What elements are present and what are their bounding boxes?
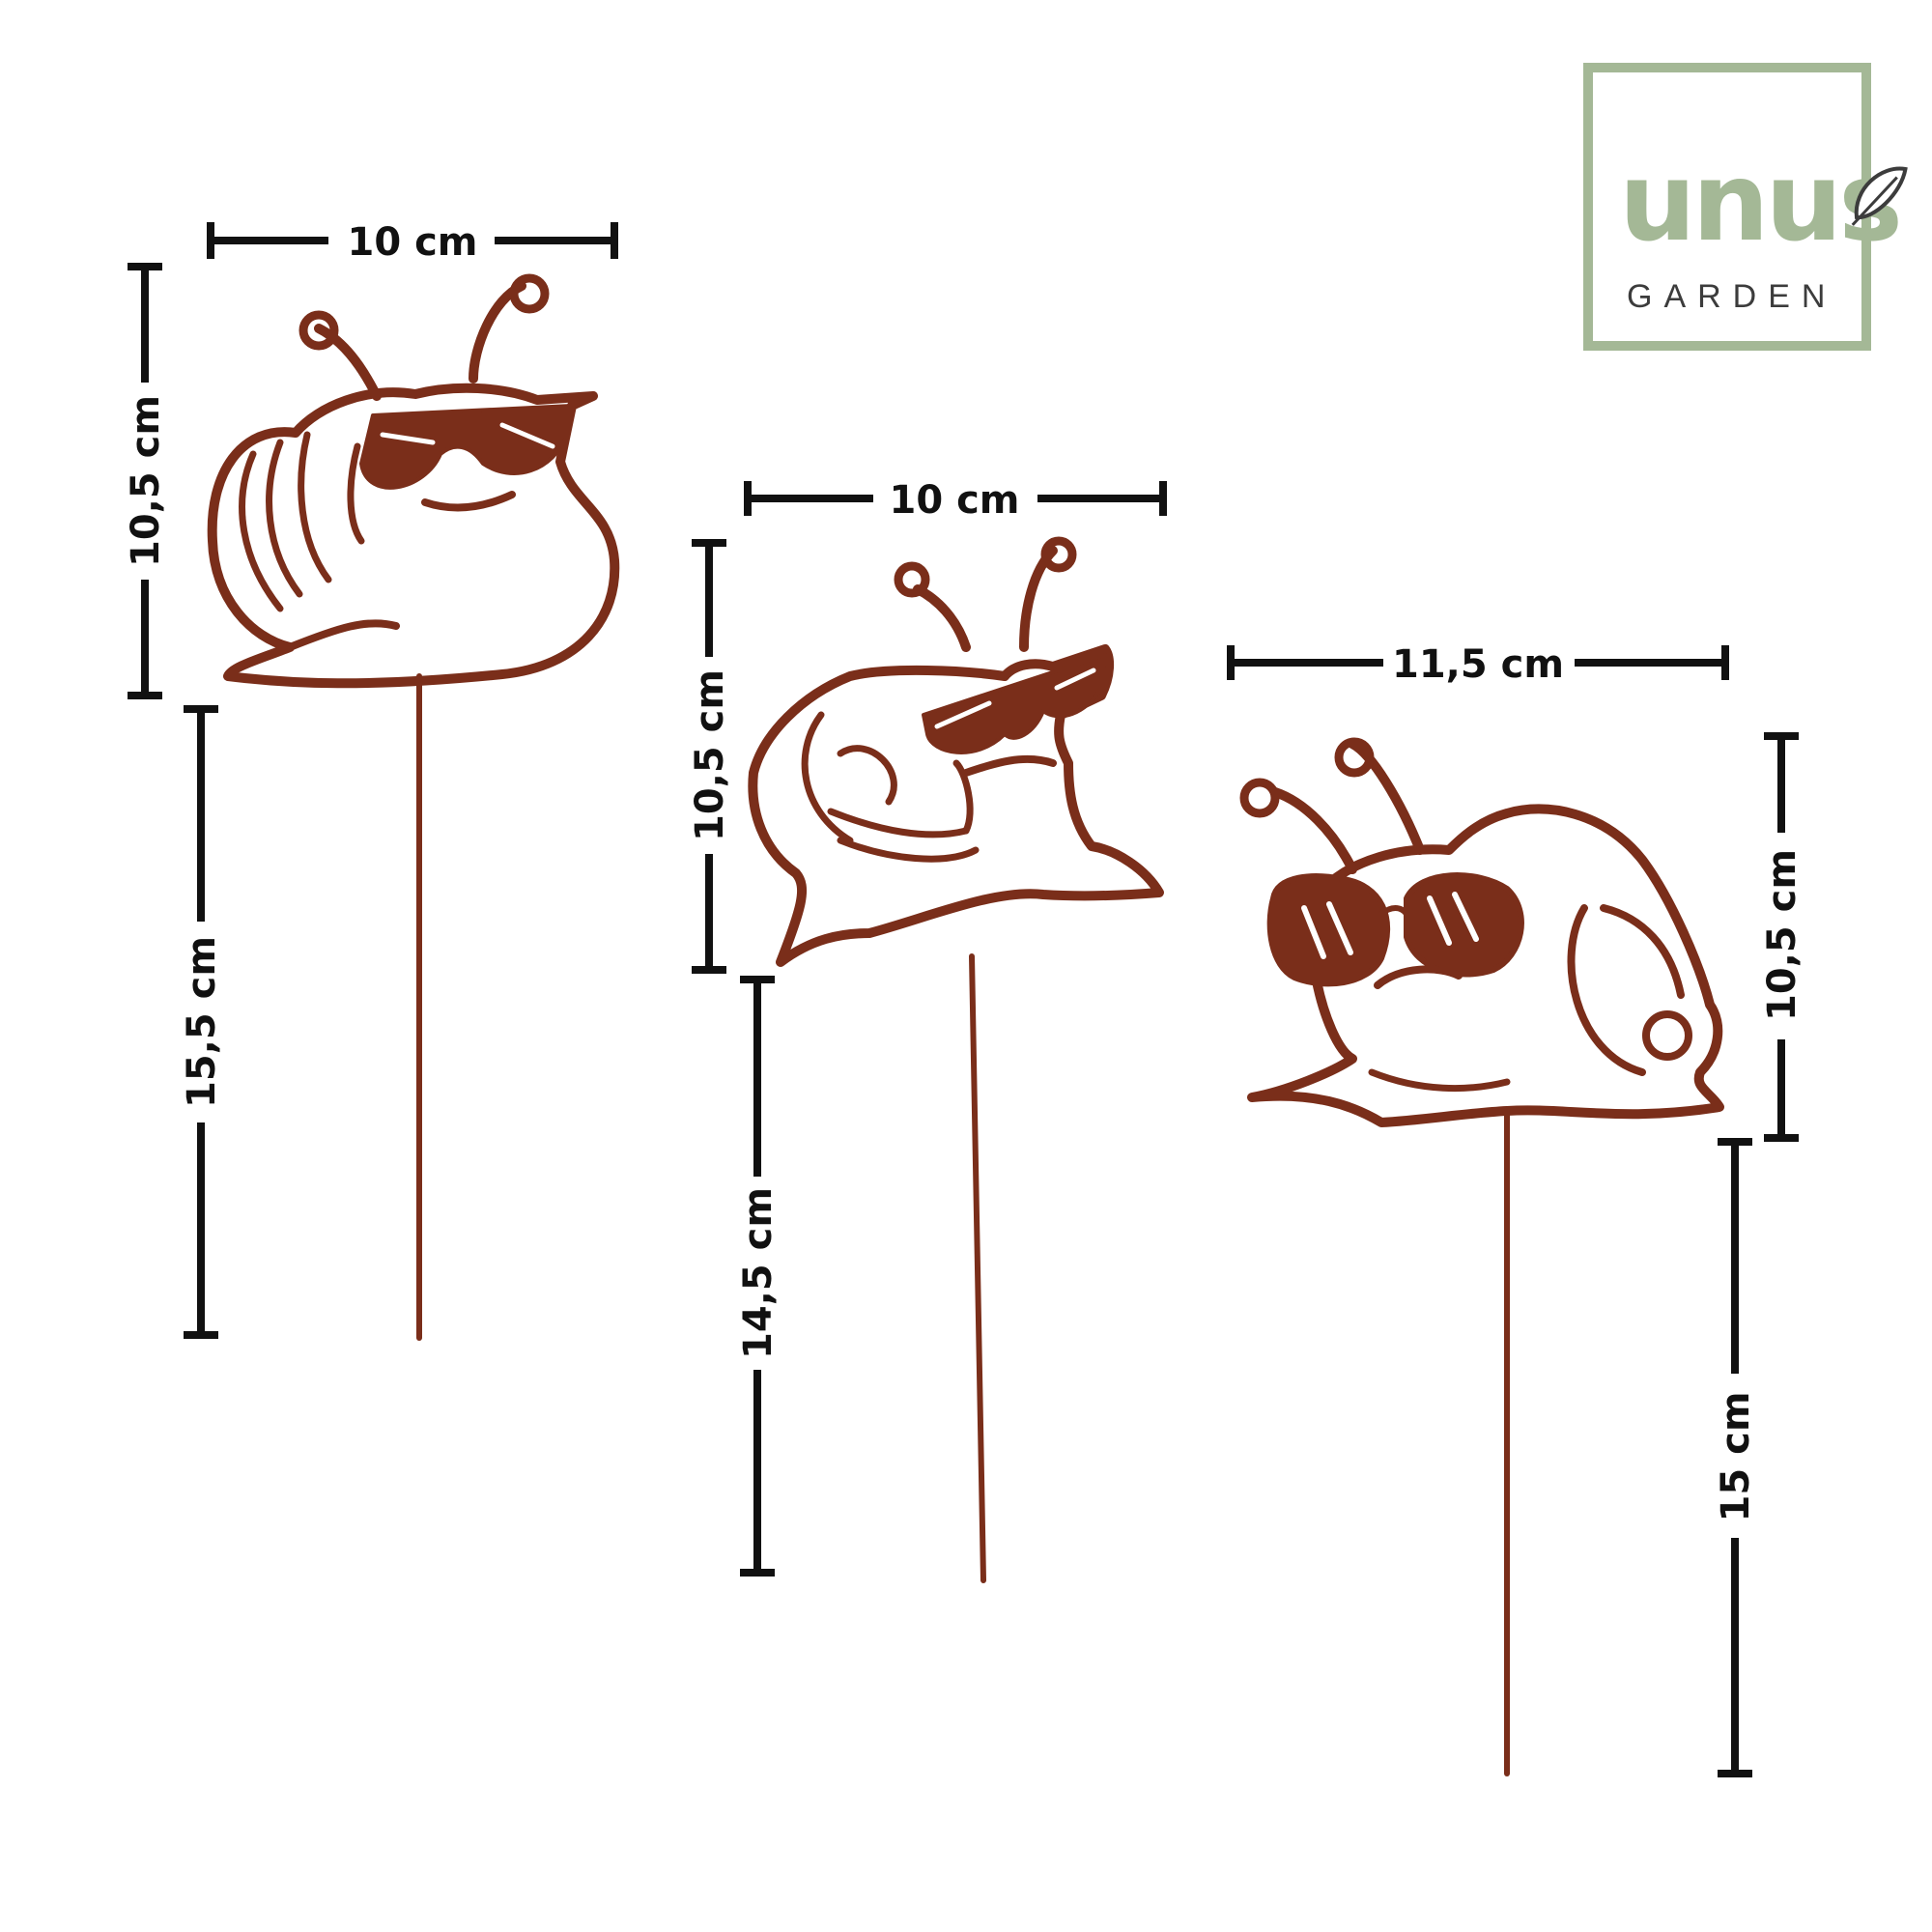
stake-2: 10 cm 10,5 cm 14,5 cm bbox=[688, 478, 1167, 1583]
leaf-icon bbox=[1851, 166, 1908, 226]
sunglasses-3 bbox=[1266, 872, 1524, 987]
snail-with-sunglasses-3 bbox=[1239, 737, 1724, 1776]
stake-height-dimension bbox=[1718, 1138, 1752, 1777]
head-height-dimension bbox=[1764, 732, 1799, 1142]
width-label: 10 cm bbox=[890, 478, 1020, 523]
snail-with-sunglasses-1 bbox=[207, 273, 620, 1341]
width-label: 10 cm bbox=[348, 220, 478, 265]
stake-1: 10 cm 10,5 cm 15,5 cm bbox=[124, 220, 620, 1341]
width-label: 11,5 cm bbox=[1392, 642, 1564, 687]
stake-height-label: 15,5 cm bbox=[180, 936, 224, 1108]
stake-3: 11,5 cm 10,5 cm 15 cm bbox=[1227, 642, 1804, 1777]
head-height-label: 10,5 cm bbox=[1760, 849, 1804, 1021]
stake-height-label: 15 cm bbox=[1714, 1392, 1758, 1522]
width-dimension bbox=[207, 222, 618, 259]
stake-height-label: 14,5 cm bbox=[736, 1187, 781, 1359]
head-height-label: 10,5 cm bbox=[124, 395, 168, 567]
brand-name: unus bbox=[1619, 140, 1899, 266]
stake-height-dimension bbox=[184, 705, 218, 1339]
snail-with-sunglasses-2 bbox=[748, 536, 1164, 1583]
head-height-label: 10,5 cm bbox=[688, 669, 732, 841]
brand-logo: unus GARDEN bbox=[1583, 63, 1908, 351]
stake-height-dimension bbox=[740, 976, 775, 1577]
width-dimension bbox=[1227, 645, 1729, 680]
head-height-dimension bbox=[128, 263, 162, 699]
width-dimension bbox=[744, 481, 1167, 516]
head-height-dimension bbox=[692, 539, 726, 974]
brand-subtitle: GARDEN bbox=[1627, 278, 1836, 315]
